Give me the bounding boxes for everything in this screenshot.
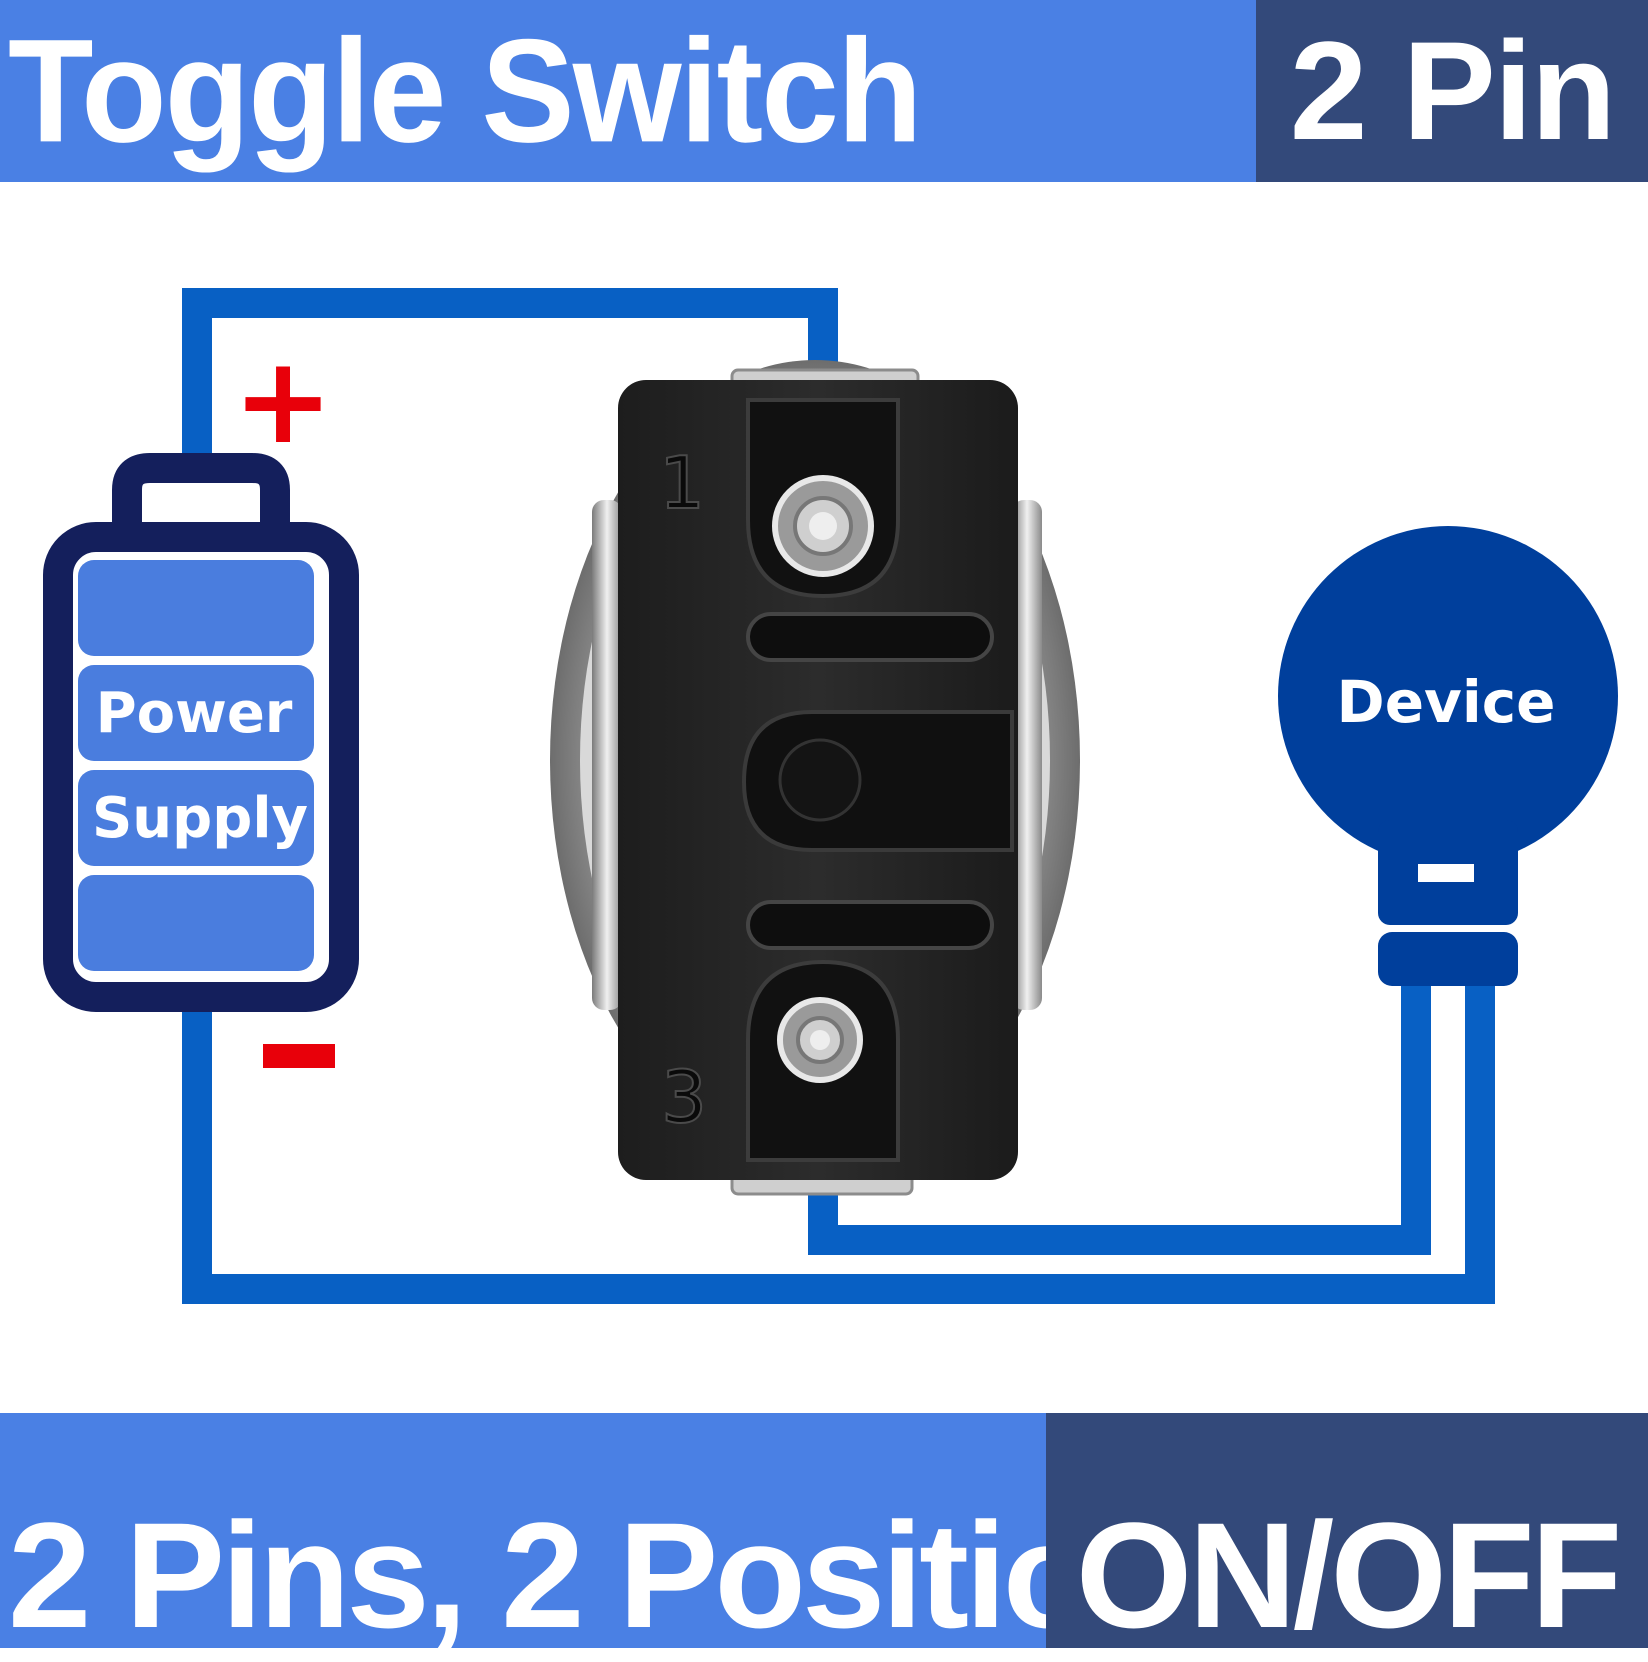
wire-positive xyxy=(182,288,838,455)
battery-cell-2 xyxy=(78,665,314,761)
battery-icon: Power Supply xyxy=(43,453,359,1012)
negative-terminal-icon xyxy=(263,1044,335,1068)
header-title-banner: Toggle Switch xyxy=(0,0,1256,182)
wire-switch-to-device xyxy=(808,975,1431,1255)
header-pin-banner: 2 Pin xyxy=(1256,0,1648,182)
battery-label-line2: Supply xyxy=(92,786,308,851)
footer-mode-banner: ON/OFF xyxy=(1046,1413,1648,1659)
positive-terminal-icon: + xyxy=(233,332,334,471)
page-title: Toggle Switch xyxy=(8,8,923,173)
device-bulb-icon: Device xyxy=(1278,526,1618,986)
on-off-label: ON/OFF xyxy=(1075,1491,1623,1659)
footer-description-banner: 2 Pins, 2 Positions xyxy=(0,1413,1261,1659)
battery-cell-1 xyxy=(78,560,314,656)
device-label: Device xyxy=(1337,668,1556,736)
toggle-switch-icon: 1 3 xyxy=(550,360,1080,1196)
battery-cell-3 xyxy=(78,770,314,866)
pin-number-top: 1 xyxy=(659,441,705,525)
battery-label-line1: Power xyxy=(96,681,293,746)
pin-count-label: 2 Pin xyxy=(1289,12,1617,169)
wire-negative xyxy=(182,975,1495,1304)
pin-number-bottom: 3 xyxy=(661,1055,707,1139)
battery-cell-4 xyxy=(78,875,314,971)
